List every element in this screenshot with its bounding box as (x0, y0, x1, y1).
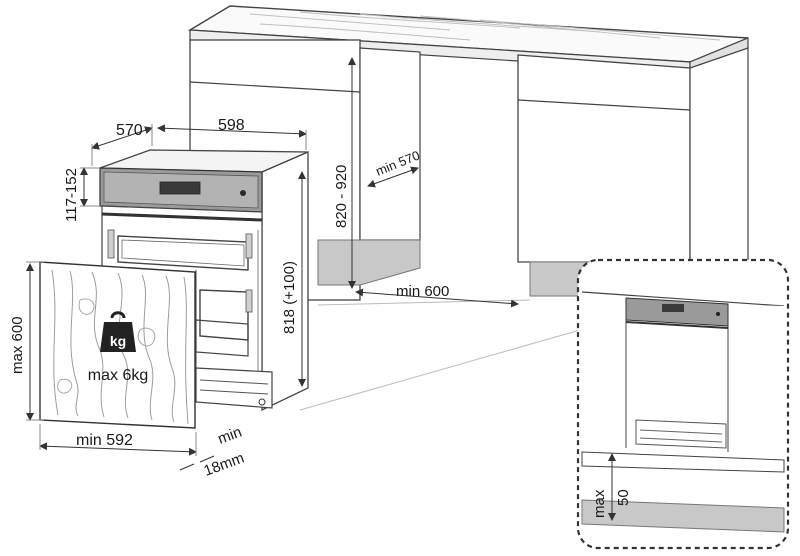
dim-plinth-max-value: 50 (615, 489, 632, 506)
weight-badge: kg (110, 333, 126, 349)
dim-door-thickness-min: min (216, 424, 245, 448)
dim-niche-width: min 600 (396, 283, 449, 300)
dim-door-thickness-value: 18mm (202, 450, 247, 480)
dim-depth: 570 (116, 122, 143, 139)
dim-plinth-max-label: max (591, 489, 608, 518)
plinth-detail-inset (576, 258, 790, 550)
dim-width: 598 (218, 117, 245, 134)
door-panel: kg max 6kg (39, 261, 196, 429)
kg-weight-icon: kg (100, 311, 136, 352)
weight-label: max 6kg (88, 367, 148, 384)
dimension-lines (26, 57, 519, 471)
floor-guides (299, 299, 581, 411)
display-window (159, 181, 201, 195)
dim-panel-height: 117-152 (63, 168, 80, 222)
hinge-icon (258, 398, 266, 406)
power-knob-icon (240, 190, 246, 196)
dim-door-height: max 600 (9, 316, 26, 374)
dim-appliance-height: 818 (+100) (281, 261, 298, 334)
dim-niche-height: 820 - 920 (333, 165, 350, 228)
dim-door-width: min 592 (76, 432, 133, 449)
right-cabinet (517, 47, 749, 297)
